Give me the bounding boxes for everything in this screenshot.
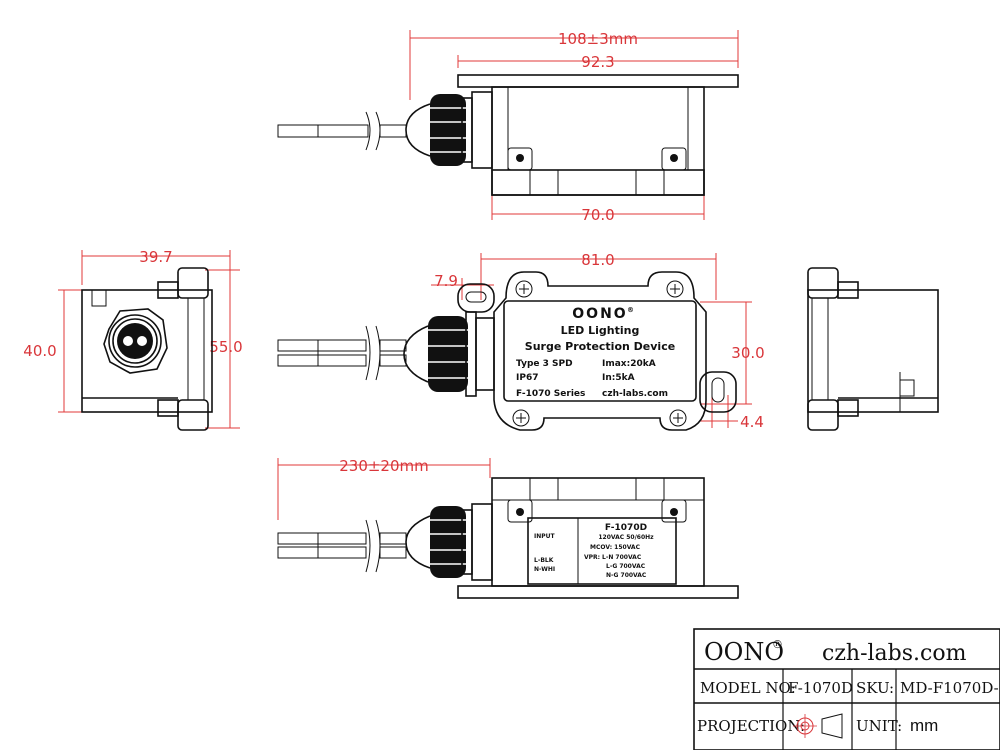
left-side-view: 39.7 40.0 55.0: [23, 248, 243, 431]
top-dim-inner: 92.3: [457, 53, 739, 71]
front-screws: [512, 280, 687, 427]
top-cable-gland: [405, 94, 473, 166]
title-website: czh-labs.com: [822, 641, 967, 666]
bottom-label-model: F-1070D: [605, 523, 647, 533]
front-ear-right: [699, 371, 737, 413]
bottom-label-panel: [527, 517, 677, 585]
front-dim-ear-label: 4.4: [740, 413, 764, 431]
bottom-dim-cable: 230±20mm: [277, 457, 491, 520]
side-connector: [103, 308, 168, 374]
bottom-flange: [457, 585, 739, 599]
side-dim-width-label: 39.7: [139, 248, 172, 266]
bottom-label-mcov: MCOV: 150VAC: [590, 544, 641, 551]
bottom-label-vpr-ln: L-N 700VAC: [602, 554, 642, 561]
top-cable: [277, 111, 407, 151]
bottom-view: 230±20mm F-1070D 120VAC 50/60Hz INPUT L-…: [277, 457, 739, 599]
title-brand: OONO: [704, 638, 784, 666]
front-label-registered: ®: [627, 306, 634, 314]
side-dim-right: 55.0: [205, 269, 243, 429]
bottom-label-input: INPUT: [534, 533, 556, 540]
bottom-label-vpr: VPR:: [584, 554, 600, 561]
bottom-label-vpr-lg: L-G 700VAC: [606, 563, 646, 570]
title-brand-registered: ®: [772, 638, 783, 651]
bottom-body: [491, 477, 705, 587]
bottom-label-vpr-ng: N-G 700VAC: [606, 572, 647, 579]
bottom-label-l: L-BLK: [534, 557, 554, 564]
front-label-imax: Imax:20kA: [602, 359, 656, 369]
sku-value: MD-F1070D-1: [900, 679, 1000, 697]
front-ear-left: [457, 283, 495, 313]
front-body: [493, 271, 707, 431]
top-view: 108±3mm 92.3 70.0: [277, 30, 739, 224]
bottom-cables: [277, 519, 407, 573]
bottom-cable-gland: [405, 506, 473, 578]
top-dim-overall-label: 108±3mm: [558, 30, 638, 48]
bottom-label-rating: 120VAC 50/60Hz: [598, 534, 654, 541]
front-label-web: czh-labs.com: [602, 389, 668, 399]
side-dim-right-label: 55.0: [209, 338, 242, 356]
front-label-title-line2: Surge Protection Device: [525, 340, 675, 353]
right-side-view: [807, 267, 939, 431]
side-body: [81, 289, 213, 413]
projection-label: PROJECTION:: [697, 717, 805, 735]
front-dim-ear: 4.4: [700, 395, 764, 431]
top-dim-inner-label: 92.3: [581, 53, 614, 71]
title-block: OONO ® czh-labs.com MODEL NO: F-1070D SK…: [693, 628, 1000, 750]
model-no-value: F-1070D: [788, 679, 853, 697]
top-flange: [457, 74, 739, 88]
front-dim-offset: 7.9: [431, 272, 494, 300]
top-body: [491, 86, 705, 196]
front-label-type: Type 3 SPD: [516, 359, 573, 369]
front-label-ip: IP67: [516, 373, 538, 383]
sku-label: SKU:: [856, 679, 894, 697]
top-dim-base: 70.0: [491, 195, 705, 224]
front-view: 81.0 7.9 30.0 4.4: [277, 251, 765, 431]
front-dim-height-label: 30.0: [731, 344, 764, 362]
unit-label: UNIT:: [856, 717, 902, 735]
front-label-brand: OONO: [572, 306, 627, 322]
front-dim-height: 30.0: [700, 301, 765, 405]
top-dim-base-label: 70.0: [581, 206, 614, 224]
front-cables: [277, 325, 407, 381]
front-label-in: In:5kA: [602, 373, 635, 383]
side-dim-left-label: 40.0: [23, 342, 56, 360]
right-side-body: [807, 289, 939, 413]
bottom-label-n: N-WHI: [534, 566, 555, 573]
front-cable-gland: [403, 311, 495, 397]
front-dim-offset-label: 7.9: [434, 272, 458, 290]
front-dim-width-label: 81.0: [581, 251, 614, 269]
model-no-label: MODEL NO:: [700, 679, 796, 697]
side-dim-width: 39.7: [81, 248, 231, 285]
front-dim-width: 81.0: [480, 251, 717, 300]
top-dim-overall: 108±3mm: [409, 30, 739, 100]
bottom-dim-cable-label: 230±20mm: [339, 457, 429, 475]
front-label-title-line1: LED Lighting: [561, 324, 640, 337]
unit-value: mm: [910, 716, 938, 735]
third-angle-projection-icon: [793, 713, 843, 739]
front-label-panel: [503, 300, 697, 402]
front-label-series: F-1070 Series: [516, 389, 585, 399]
side-dim-left: 40.0: [23, 289, 100, 413]
